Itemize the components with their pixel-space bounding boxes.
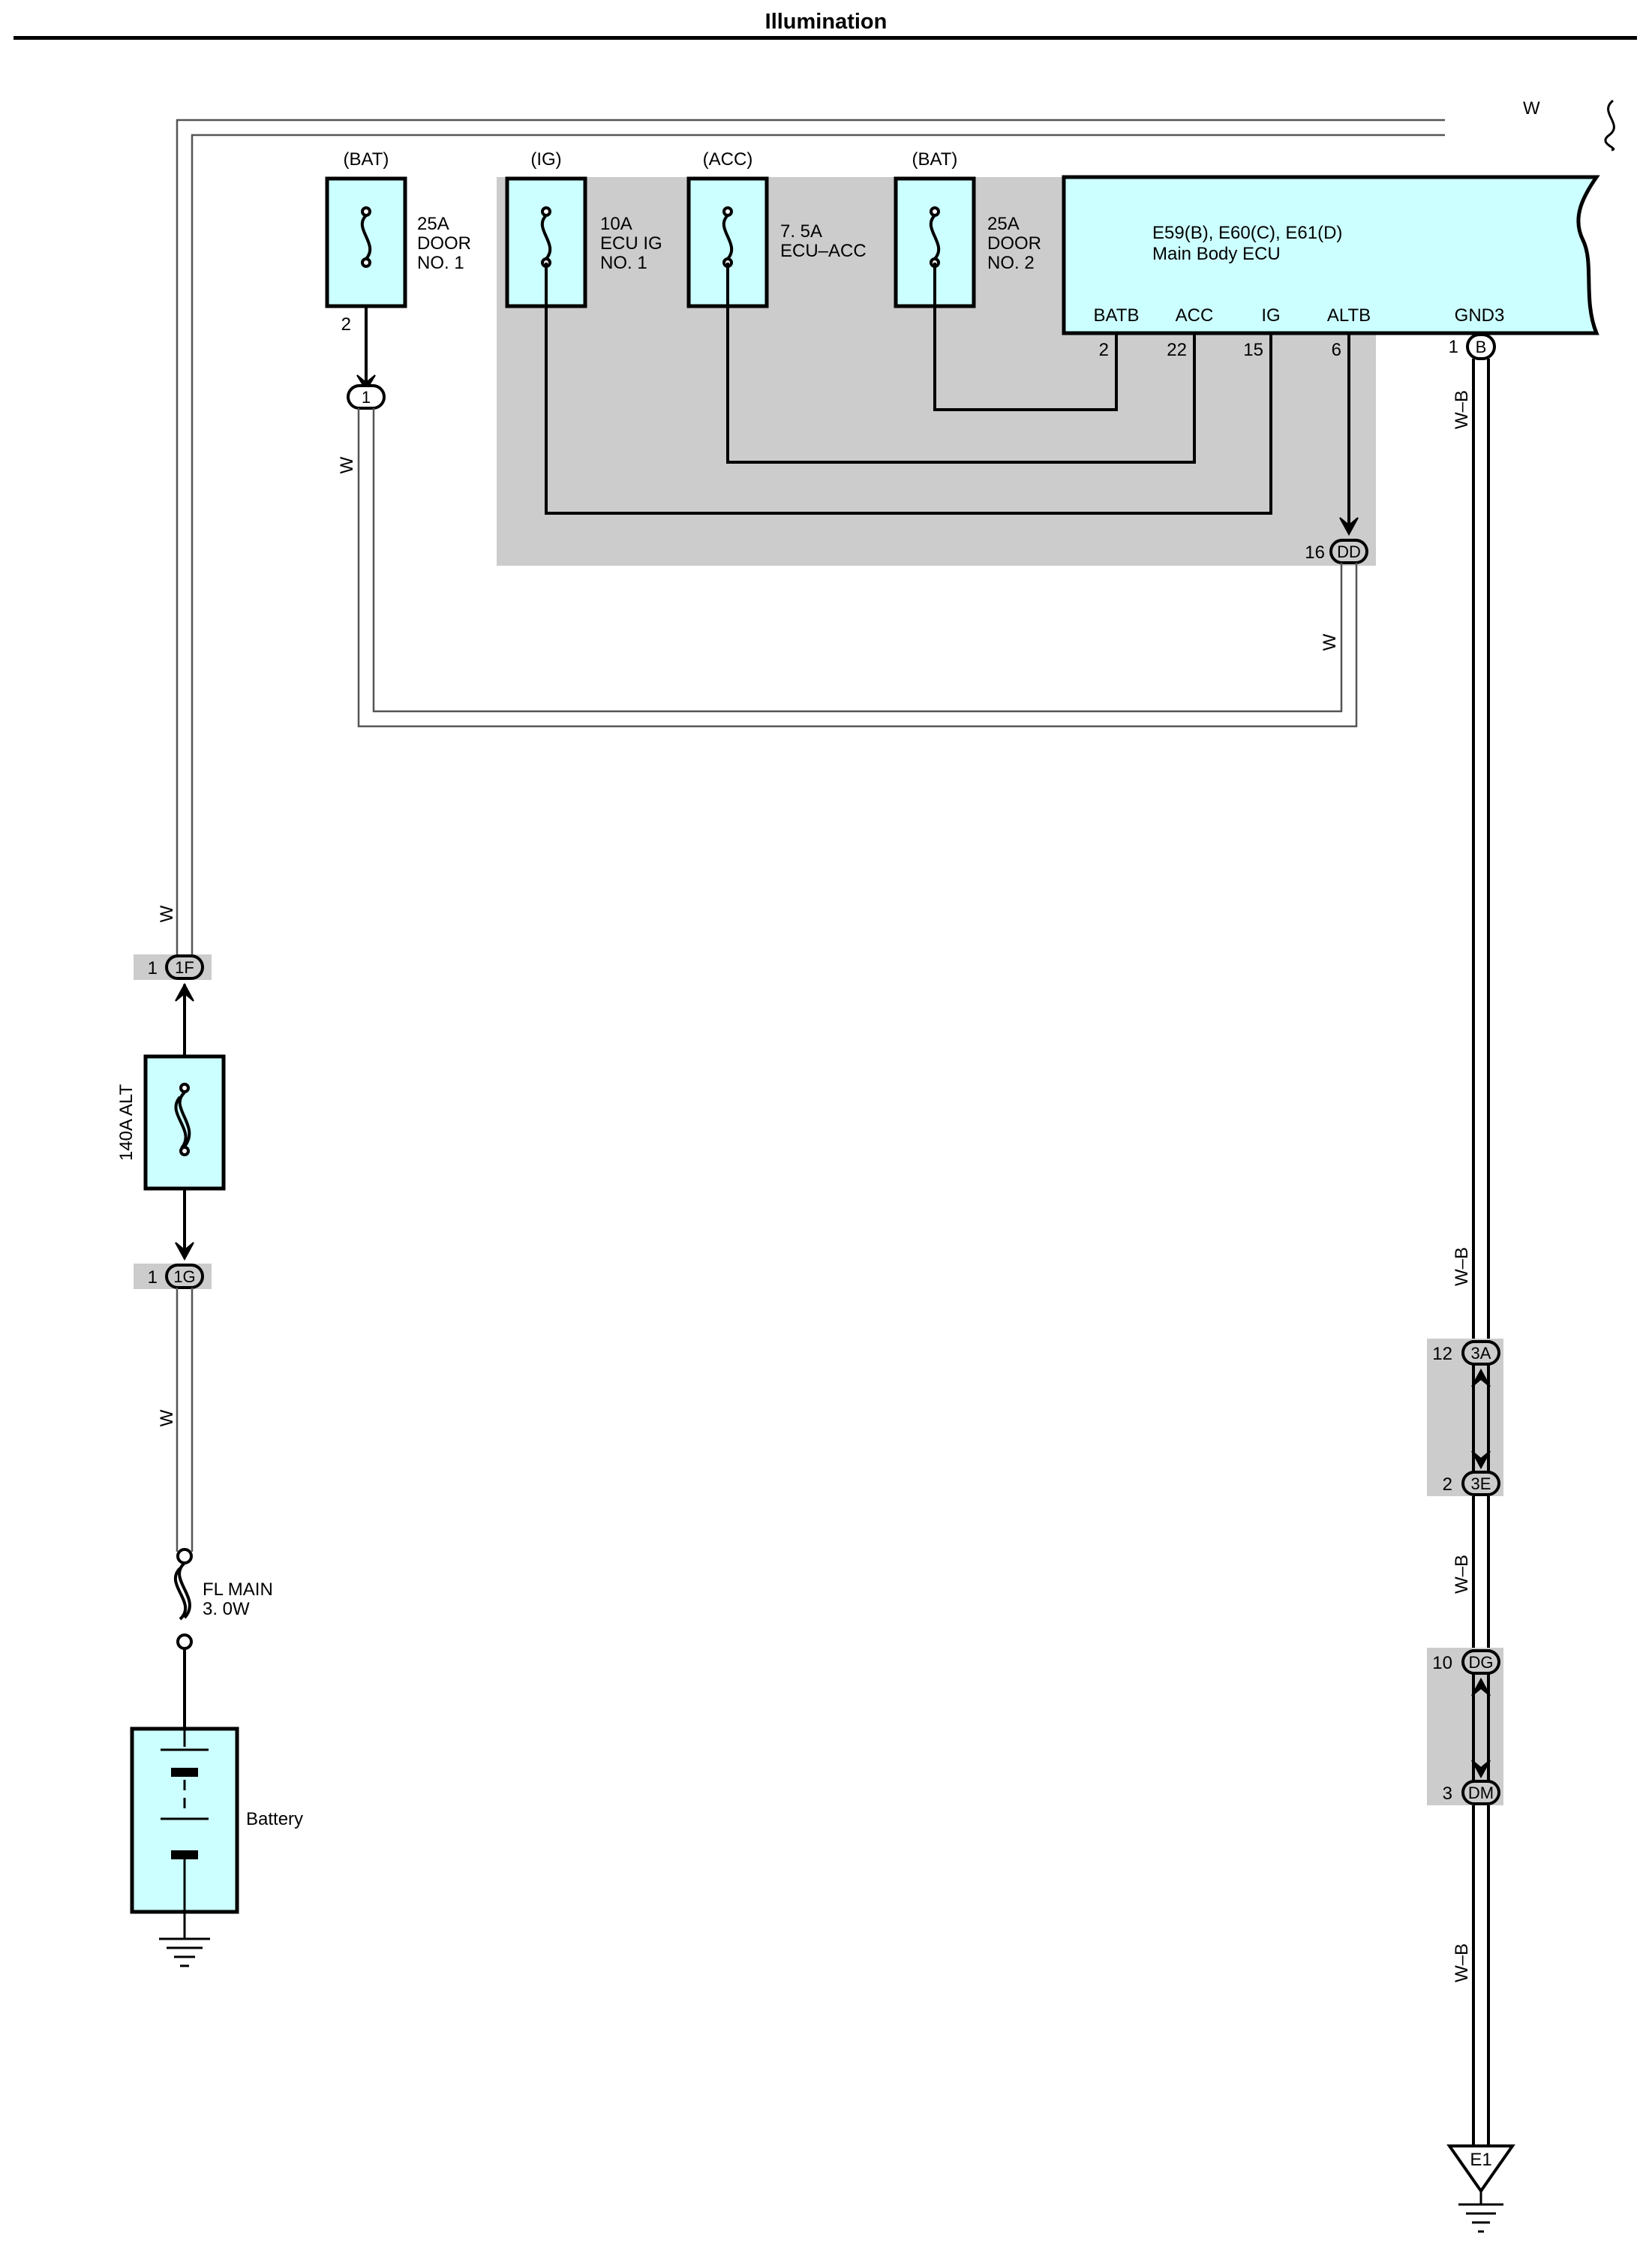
ecu-pin-batb: BATB [1094,305,1140,326]
connector-1g-code: 1G [173,1267,195,1286]
chevron-up-icon [1471,1677,1491,1697]
fl-main-rating: 3. 0W [203,1599,250,1619]
arrow-down-icon [1339,517,1359,536]
fuse-name: DOOR [417,233,471,254]
connector-3e [1461,1471,1500,1496]
arrow-down-icon [175,1242,194,1261]
connector-1f-pin: 1 [148,958,158,978]
battery-icon [161,1729,209,1912]
ground-point-e1-label: E1 [1470,2150,1491,2170]
fusible-link-icon [174,1083,191,1156]
wire-label-gnd-wb-2: W–B [1452,1247,1472,1286]
fuse-door-no1: (BAT) 25A DOOR NO. 1 [325,149,471,308]
connector-gnd3-code: B [1476,338,1487,356]
ecu-pin-num-altb: 6 [1332,340,1341,360]
connector-1g [165,1264,204,1289]
connector-dd-code: DD [1337,542,1361,561]
wire-ground-wb-dg-dm [1472,1649,1490,1804]
connector-dg [1461,1649,1500,1675]
fuse-source: (ACC) [703,149,753,170]
fuse-name-2: NO. 1 [417,253,464,273]
ecu-pin-ig: IG [1261,305,1280,326]
ground-point-e1 [1446,2144,1515,2194]
door1-pin: 2 [341,314,351,335]
wire-break-icon [1604,99,1615,152]
wire-door-loop-w [357,408,1358,728]
connector-3e-code: 3E [1471,1474,1491,1493]
fuse-name-2: NO. 2 [987,253,1035,273]
connector-door1-junction-code: 1 [362,388,371,407]
connector-dg-pin: 10 [1432,1653,1452,1673]
fuse-rating: 25A [417,214,449,234]
connector-1f-code: 1F [175,958,194,977]
wire-label-left-w-lower: W [157,1409,177,1426]
wire-label-gnd-wb-1: W–B [1452,390,1472,429]
arrow-down-icon [1471,1760,1491,1779]
ecu-pin-num-gnd3: 1 [1449,337,1458,357]
fuse-name: ECU IG [600,233,662,254]
ecu-pin-altb: ALTB [1327,305,1371,326]
title-rule [14,36,1637,40]
fuse-name-2: NO. 1 [600,253,647,273]
connector-dm-code: DM [1468,1784,1494,1802]
ecu-pin-acc: ACC [1176,305,1214,326]
connector-dm-pin: 3 [1443,1784,1452,1804]
wire-top-w [176,119,1445,966]
battery-label: Battery [246,1809,303,1829]
fuse-rating: 10A [600,214,632,234]
fl-main-fusible-link [173,1548,193,1650]
ecu-connectors: E59(B), E60(C), E61(D) [1152,223,1342,243]
ecu-pin-num-ig: 15 [1243,340,1263,360]
junction-block-wires [545,263,1350,525]
fuse-name: ECU–ACC [780,241,867,261]
ecu-pin-gnd3: GND3 [1455,305,1505,326]
connector-3a-pin: 12 [1432,1344,1452,1364]
connector-3a [1461,1340,1500,1366]
fuse-rating: 7. 5A [780,221,822,242]
fuse-source: (BAT) [912,149,958,170]
fuse-icon [360,206,372,268]
wire-ground-wb [1472,359,1490,2146]
fl-main-label: FL MAIN [203,1579,273,1600]
wire-label-dd-w: W [1320,633,1340,651]
ecu-pin-num-batb: 2 [1099,340,1109,360]
fuse-source: (BAT) [344,149,389,170]
connector-dg-code: DG [1469,1653,1494,1672]
fuse-name: DOOR [987,233,1041,254]
chevron-up-icon [1471,1368,1491,1387]
ecu-name: Main Body ECU [1152,244,1281,264]
wire-label-gnd-wb-3: W–B [1452,1555,1472,1594]
connector-dm [1461,1780,1500,1805]
connector-dd-pin: 16 [1305,542,1325,563]
connector-1f [165,954,204,980]
ground-icon [1458,2191,1503,2233]
connector-1g-pin: 1 [148,1267,158,1288]
arrow-down-icon [1471,1450,1491,1470]
wire-left-w-lower [176,1288,194,1552]
page-title: Illumination [765,10,888,34]
alt-fuse-box [143,1054,226,1191]
ecu-box [1062,175,1600,335]
ground-icon [159,1912,210,1967]
wire-label-top-w: W [1523,98,1540,119]
connector-3e-pin: 2 [1443,1474,1452,1495]
connector-3a-code: 3A [1471,1344,1491,1363]
fuse-rating: 25A [987,214,1020,234]
wire-label-door1-w: W [337,456,357,473]
wire-label-left-w-upper: W [157,905,177,922]
connector-dd [1329,539,1368,564]
wire-ground-wb-3a-3e [1472,1340,1490,1495]
connector-gnd3 [1466,333,1496,360]
ecu-pin-num-acc: 22 [1167,340,1187,360]
connector-door1-junction [347,384,386,410]
alt-fuse-label: 140A ALT [116,1084,137,1162]
wire-label-gnd-wb-4: W–B [1452,1943,1472,1982]
fuse-source: (IG) [530,149,561,170]
